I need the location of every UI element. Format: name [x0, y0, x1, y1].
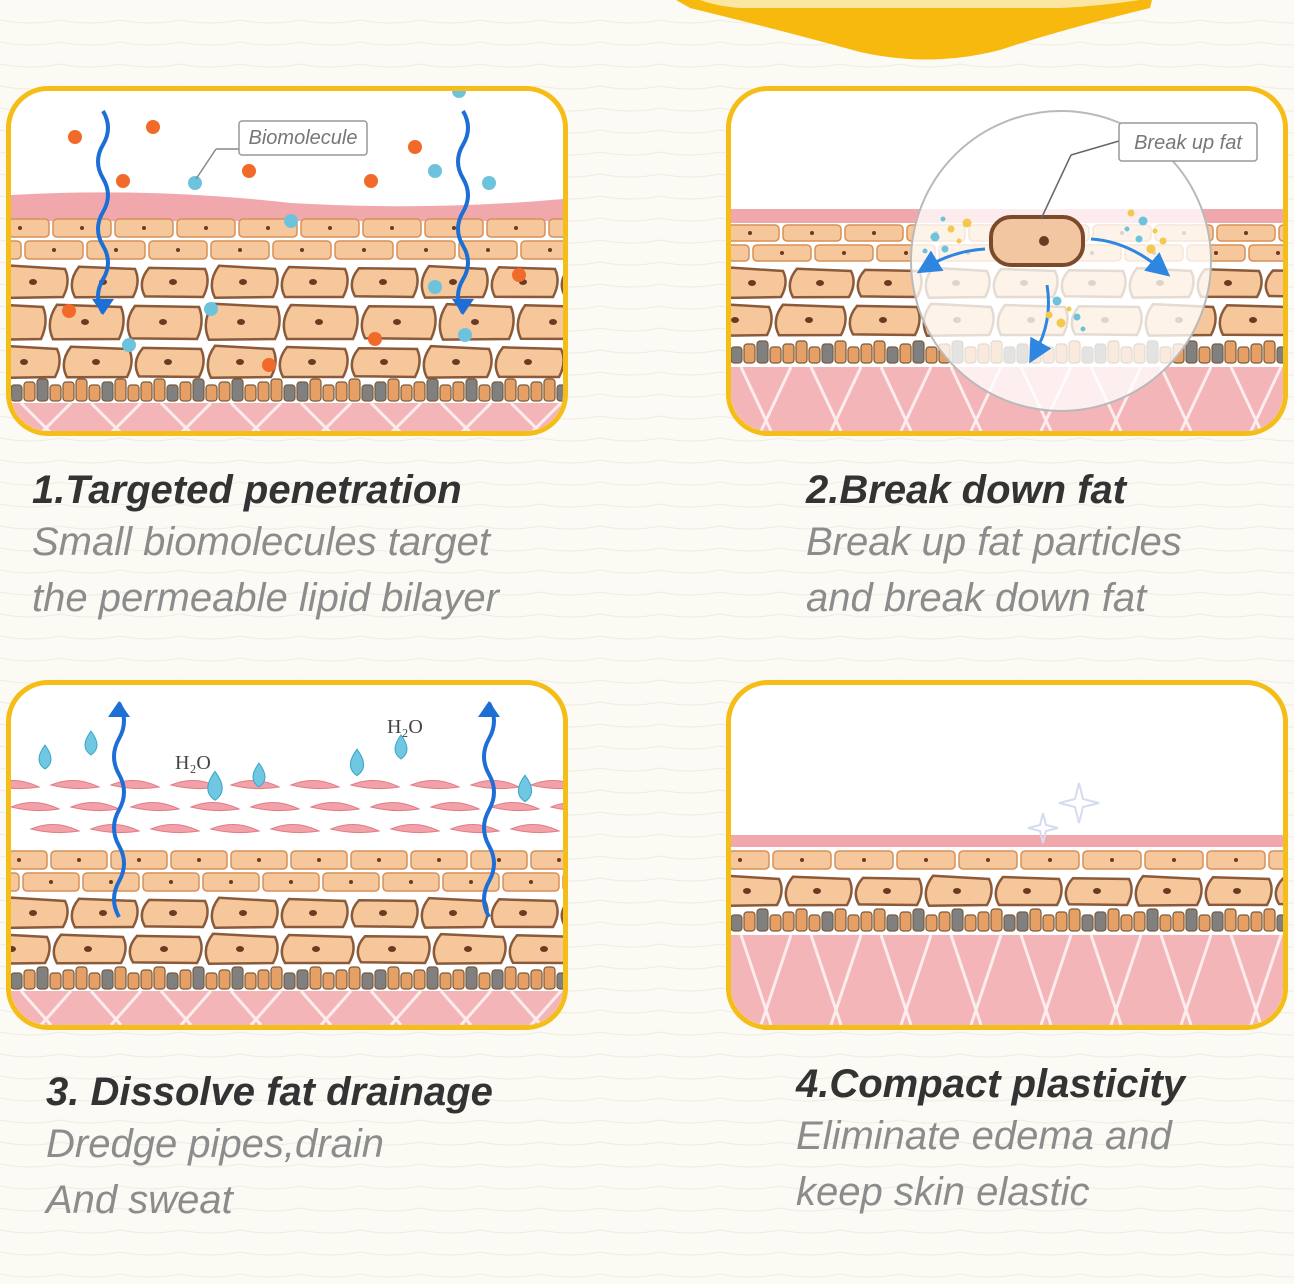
- sparkle-icon: [1027, 782, 1100, 844]
- step-desc-line-1: Break up fat particles: [806, 520, 1182, 564]
- h2o-label-right: H₂O: [387, 716, 423, 738]
- top-banner: [676, 0, 1152, 60]
- break-up-fat-label: Break up fat: [1134, 132, 1243, 154]
- caption-dissolve-fat-drainage: 3. Dissolve fat drainage Dredge pipes,dr…: [46, 1068, 493, 1228]
- step-title: 4.Compact plasticity: [796, 1062, 1186, 1106]
- skin-layers: [11, 91, 563, 431]
- step-desc-line-2: keep skin elastic: [796, 1170, 1090, 1214]
- skin-layers: [731, 835, 1283, 1025]
- step-desc-line-1: Small biomolecules target: [32, 520, 490, 564]
- step-title: 2.Break down fat: [806, 468, 1127, 512]
- skin-layers: [11, 701, 563, 1025]
- caption-compact-plasticity: 4.Compact plasticity Eliminate edema and…: [796, 1060, 1185, 1220]
- biomolecule-callout: Biomolecule: [195, 120, 368, 180]
- panel-break-down-fat: Break up fat: [726, 86, 1288, 436]
- step-desc-line-2: the permeable lipid bilayer: [32, 576, 499, 620]
- biomolecule-label: Biomolecule: [249, 127, 358, 149]
- caption-targeted-penetration: 1.Targeted penetration Small biomolecule…: [32, 466, 499, 626]
- panel-targeted-penetration: Biomolecule: [6, 86, 568, 436]
- h2o-label-left: H₂O: [175, 752, 211, 774]
- skin-diagram-fat-breakdown: Break up fat: [731, 110, 1283, 431]
- caption-break-down-fat: 2.Break down fat Break up fat particles …: [806, 466, 1182, 626]
- skin-diagram-drainage: H₂O H₂O: [11, 701, 563, 1025]
- panel-dissolve-fat-drainage: H₂O H₂O: [6, 680, 568, 1030]
- step-desc-line-2: And sweat: [46, 1178, 233, 1222]
- magnifier-lens: Break up fat: [910, 110, 1258, 412]
- fat-particles: [922, 209, 1167, 332]
- step-desc-line-1: Eliminate edema and: [796, 1114, 1172, 1158]
- step-title: 3. Dissolve fat drainage: [46, 1070, 493, 1114]
- skin-diagram-compact: [731, 782, 1283, 1025]
- step-title: 1.Targeted penetration: [32, 468, 462, 512]
- step-desc-line-2: and break down fat: [806, 576, 1147, 620]
- skin-diagram-penetration: Biomolecule: [11, 91, 563, 431]
- step-desc-line-1: Dredge pipes,drain: [46, 1122, 384, 1166]
- panel-compact-plasticity: [726, 680, 1288, 1030]
